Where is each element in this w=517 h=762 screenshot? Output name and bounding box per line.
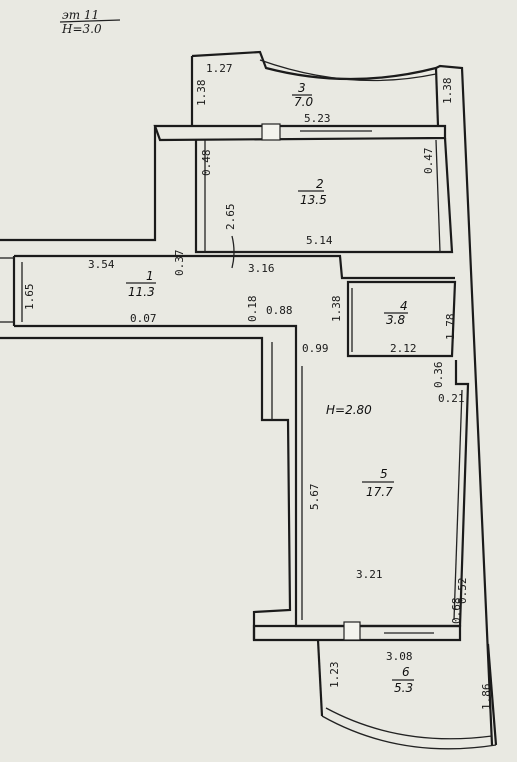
wall-room5-room6 <box>252 624 462 642</box>
room-5-number: 5 <box>380 467 388 481</box>
dim-1-23: 1.23 <box>328 662 341 689</box>
dim-0-21: 0.21 <box>438 392 465 405</box>
dim-0-48: 0.48 <box>200 150 213 177</box>
dim-3-16: 3.16 <box>248 262 275 275</box>
room-5-area: 17.7 <box>366 485 393 499</box>
room-3-number: 3 <box>298 81 306 95</box>
left-area-walls <box>0 336 292 640</box>
dim-3-21: 3.21 <box>356 568 383 581</box>
dim-1-38-right: 1.38 <box>441 78 454 105</box>
loggia-bottom-right <box>486 643 498 746</box>
room5-inner-right <box>453 389 463 621</box>
dim-1-86: 1.86 <box>480 684 493 711</box>
loggia-bottom-glazing-inner <box>325 707 493 740</box>
dim-0-68: 0.68 <box>450 598 463 625</box>
dim-2-65: 2.65 <box>224 204 237 231</box>
dim-0-18: 0.18 <box>246 296 259 323</box>
dim-0-07: 0.07 <box>130 312 157 325</box>
balcony-door <box>261 123 281 141</box>
room-4-area: 3.8 <box>386 313 405 327</box>
floor-height-label: Н=3.0 <box>61 22 102 36</box>
wall-loggia-room2 <box>153 124 447 142</box>
room-4-number: 4 <box>400 299 408 313</box>
room-2-area: 13.5 <box>300 193 327 207</box>
bath-walls <box>346 280 457 358</box>
dim-2-12: 2.12 <box>390 342 417 355</box>
loggia-glazing <box>259 59 437 82</box>
ceiling-height: Н=2.80 <box>326 403 372 417</box>
dim-0-37: 0.37 <box>173 250 186 277</box>
dim-3-08: 3.08 <box>386 650 413 663</box>
dim-5-23: 5.23 <box>304 112 331 125</box>
outer-wall-left-upper <box>0 126 157 242</box>
balcony-door-bottom <box>343 621 361 641</box>
room-2-number: 2 <box>316 177 324 191</box>
hallway-bottom-wall <box>14 324 298 360</box>
dim-0-99: 0.99 <box>302 342 329 355</box>
dim-1-38-left: 1.38 <box>195 80 208 107</box>
dim-3-54: 3.54 <box>88 258 115 271</box>
dim-1-78: 1.78 <box>444 314 457 341</box>
dim-1-65: 1.65 <box>23 284 36 311</box>
room-3-area: 7.0 <box>294 95 313 109</box>
dim-1-27: 1.27 <box>206 62 233 75</box>
dim-0-88: 0.88 <box>266 304 293 317</box>
room2-inner-right <box>435 139 441 253</box>
header-underline <box>59 19 121 23</box>
room-1-area: 11.3 <box>128 285 155 299</box>
room-6-number: 6 <box>402 665 410 679</box>
loggia-bottom-glazing <box>321 715 497 750</box>
room-6-area: 5.3 <box>394 681 413 695</box>
loggia-bottom-left <box>316 639 324 717</box>
floor-label: эт 11 <box>62 8 99 22</box>
dim-5-67: 5.67 <box>308 484 321 511</box>
room5-walls <box>294 360 470 628</box>
dim-0-52: 0.52 <box>456 578 469 605</box>
loggia-right-wall <box>434 67 440 127</box>
dim-0-47: 0.47 <box>422 148 435 175</box>
room2-walls <box>194 137 454 254</box>
hallway-top-wall <box>14 254 455 280</box>
dim-0-36: 0.36 <box>432 362 445 389</box>
dim-1-38-bath: 1.38 <box>330 296 343 323</box>
dim-5-14: 5.14 <box>306 234 333 247</box>
room-1-number: 1 <box>146 269 154 283</box>
